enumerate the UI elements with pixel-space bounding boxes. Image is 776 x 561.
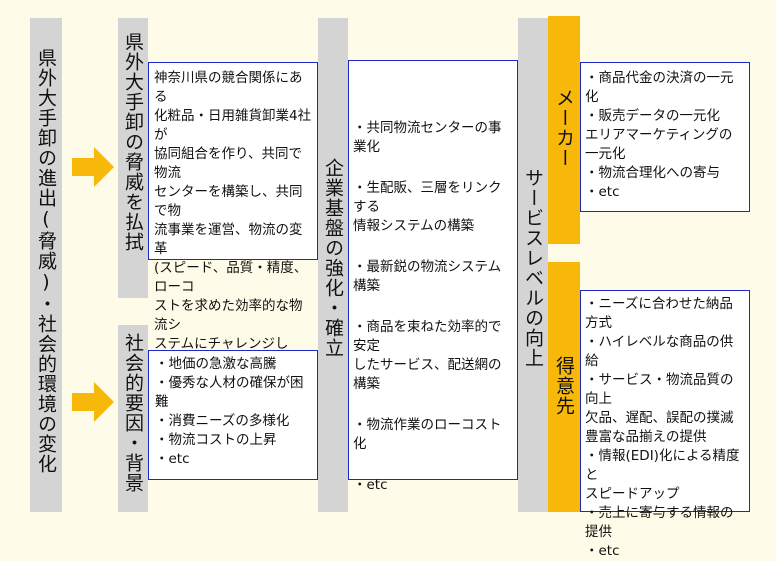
strengthen-items-box: ・共同物流センターの事業化 ・生配販、三層をリンクする 情報システムの構築 ・最…	[348, 60, 518, 493]
list-item: ・商品を束ねた効率的で安定 したサービス、配送網の構築	[353, 319, 502, 392]
maker-items-box: ・商品代金の決済の一元化 ・販売データの一元化 エリアマーケティングの 一元化 …	[580, 62, 750, 212]
social-items-list: ・地価の急激な高騰 ・優秀な人材の確保が困難 ・消費ニーズの多様化 ・物流コスト…	[155, 355, 313, 469]
environment-change-bar: 県外大手卸の進出(脅威)・社会的環境の変化	[30, 18, 62, 512]
list-item: ・ニーズに合わせた納品方式	[585, 296, 733, 331]
list-item: ・共同物流センターの事業化	[353, 120, 502, 155]
social-label-bar: 社会的要因・背景	[118, 325, 148, 512]
strengthen-label-bar: 企業基盤の強化・確立	[318, 18, 348, 512]
service-level-bar: サービスレベルの向上	[518, 18, 548, 512]
customer-items-list: ・ニーズに合わせた納品方式 ・ハイレベルな商品の供給 ・サービス・物流品質の向上…	[585, 295, 745, 561]
list-item: ・etc	[353, 477, 388, 493]
arrow-right-icon	[72, 382, 114, 422]
environment-change-label: 県外大手卸の進出(脅威)・社会的環境の変化	[34, 48, 57, 474]
list-item: ・サービス・物流品質の向上 欠品、遅配、誤配の撲滅 豊富な品揃えの提供	[585, 372, 734, 445]
list-item: ・情報(EDI)化による精度と スピードアップ	[585, 448, 740, 502]
diagram-canvas: { "col1": { "label": "県外大手卸の進出(脅威)・社会的環境…	[30, 16, 750, 559]
list-item: ・etc	[155, 451, 190, 467]
maker-items-list: ・商品代金の決済の一元化 ・販売データの一元化 エリアマーケティングの 一元化 …	[585, 69, 745, 202]
threat-description: 神奈川県の競合関係にある 化粧品・日用雑貨卸業4社が 協同組合を作り、共同で物流…	[154, 70, 312, 371]
threat-label-bar: 県外大手卸の脅威を払拭	[118, 18, 148, 298]
threat-label: 県外大手卸の脅威を払拭	[121, 32, 144, 252]
list-item: ・優秀な人材の確保が困難	[155, 375, 304, 410]
strengthen-items-list: ・共同物流センターの事業化 ・生配販、三層をリンクする 情報システムの構築 ・最…	[353, 119, 513, 495]
list-item: ・地価の急激な高騰	[155, 356, 277, 372]
list-item: ・売上に寄与する情報の提供	[585, 505, 734, 540]
list-item: ・販売データの一元化 エリアマーケティングの 一元化	[585, 108, 733, 162]
list-item: ・ハイレベルな商品の供給	[585, 334, 734, 369]
strengthen-label: 企業基盤の強化・確立	[321, 158, 344, 358]
service-level-label: サービスレベルの向上	[521, 168, 544, 368]
customer-items-box: ・ニーズに合わせた納品方式 ・ハイレベルな商品の供給 ・サービス・物流品質の向上…	[580, 290, 750, 559]
list-item: ・商品代金の決済の一元化	[585, 70, 734, 105]
list-item: ・物流コストの上昇	[155, 432, 277, 448]
list-item: ・etc	[585, 543, 620, 559]
maker-label: メーカー	[552, 88, 575, 168]
arrow-right-icon	[72, 147, 114, 187]
maker-label-bar: メーカー	[548, 16, 580, 244]
threat-description-box: 神奈川県の競合関係にある 化粧品・日用雑貨卸業4社が 協同組合を作り、共同で物流…	[148, 62, 318, 371]
list-item: ・消費ニーズの多様化	[155, 413, 290, 429]
social-items-box: ・地価の急激な高騰 ・優秀な人材の確保が困難 ・消費ニーズの多様化 ・物流コスト…	[148, 350, 318, 480]
customer-label: 得意先	[552, 356, 575, 416]
list-item: ・物流作業のローコスト化	[353, 417, 502, 452]
customer-label-bar: 得意先	[548, 262, 580, 512]
list-item: ・生配販、三層をリンクする 情報システムの構築	[353, 180, 502, 234]
list-item: ・物流合理化への寄与	[585, 165, 720, 181]
social-label: 社会的要因・背景	[121, 333, 144, 493]
list-item: ・最新鋭の物流システム構築	[353, 259, 502, 294]
list-item: ・etc	[585, 184, 620, 200]
